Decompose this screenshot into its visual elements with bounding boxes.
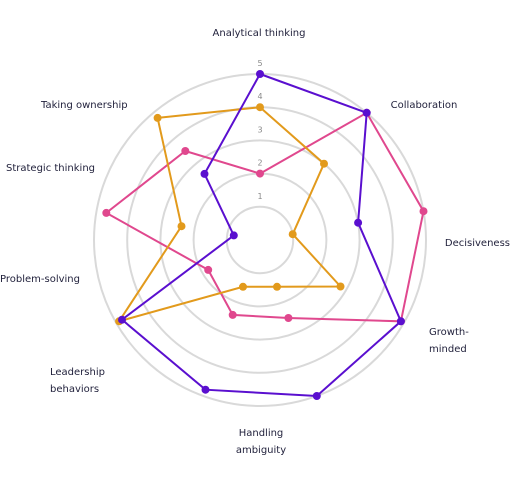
tick-labels: 1 2 3 4 5	[257, 59, 262, 201]
grid-ring	[159, 139, 361, 341]
axis-label: Decisiveness	[445, 238, 510, 249]
data-point	[200, 169, 209, 178]
data-point	[312, 392, 321, 400]
axis-label-line: Analytical thinking	[213, 28, 306, 39]
data-point	[102, 208, 111, 217]
tick-label: 1	[257, 192, 262, 201]
data-point	[320, 159, 328, 168]
axis-label: Problem-solving	[0, 274, 80, 285]
data-point	[419, 207, 428, 216]
tick-label: 4	[257, 92, 262, 101]
axis-label-line: Taking ownership	[40, 100, 128, 111]
data-point	[204, 265, 213, 274]
axis-labels: Analytical thinkingCollaborationDecisive…	[0, 28, 510, 456]
grid-rings	[93, 73, 427, 407]
data-point	[118, 315, 126, 324]
axis-label-line: ambiguity	[236, 445, 286, 456]
axis-label: Taking ownership	[40, 100, 128, 111]
axis-label-line: Problem-solving	[0, 274, 80, 285]
series-layer	[102, 70, 428, 400]
axis-label: Leadership behaviors	[50, 367, 105, 395]
axis-label-line: minded	[429, 344, 467, 355]
data-point	[362, 108, 371, 117]
grid-ring	[225, 205, 295, 275]
axis-label-line: Growth-	[429, 327, 469, 338]
axis-label-line: Handling	[239, 428, 284, 439]
data-point	[177, 222, 186, 231]
axis-label: Analytical thinking	[213, 28, 306, 39]
axis-label-line: Strategic thinking	[6, 163, 95, 174]
data-point	[229, 231, 238, 240]
axis-label: Strategic thinking	[6, 163, 95, 174]
tick-label: 2	[257, 159, 262, 168]
data-point	[288, 230, 297, 239]
data-point	[284, 314, 293, 322]
data-point	[201, 385, 210, 394]
series-line	[116, 106, 343, 323]
series-2	[118, 70, 405, 400]
axis-label: Handling ambiguity	[236, 428, 286, 456]
axis-label-line: Leadership	[50, 367, 105, 378]
data-point	[181, 147, 190, 155]
data-point	[228, 310, 237, 319]
series-line	[104, 111, 425, 323]
data-point	[396, 317, 405, 326]
axis-label-line: Decisiveness	[445, 238, 510, 249]
grid-ring	[126, 106, 394, 374]
series-line	[120, 72, 403, 398]
axis-label: Growth-minded	[429, 327, 469, 355]
data-point	[239, 282, 247, 291]
data-point	[273, 282, 281, 291]
axis-label: Collaboration	[391, 100, 458, 111]
axis-label-line: behaviors	[50, 384, 99, 395]
data-point	[354, 218, 363, 227]
axis-label-line: Collaboration	[391, 100, 458, 111]
tick-label: 5	[257, 59, 262, 68]
series-1	[115, 103, 345, 326]
data-point	[256, 103, 264, 112]
data-point	[256, 70, 264, 78]
data-point	[256, 169, 264, 178]
tick-label: 3	[257, 125, 262, 134]
grid-ring	[93, 73, 427, 407]
data-point	[153, 113, 162, 122]
data-point	[336, 282, 345, 291]
